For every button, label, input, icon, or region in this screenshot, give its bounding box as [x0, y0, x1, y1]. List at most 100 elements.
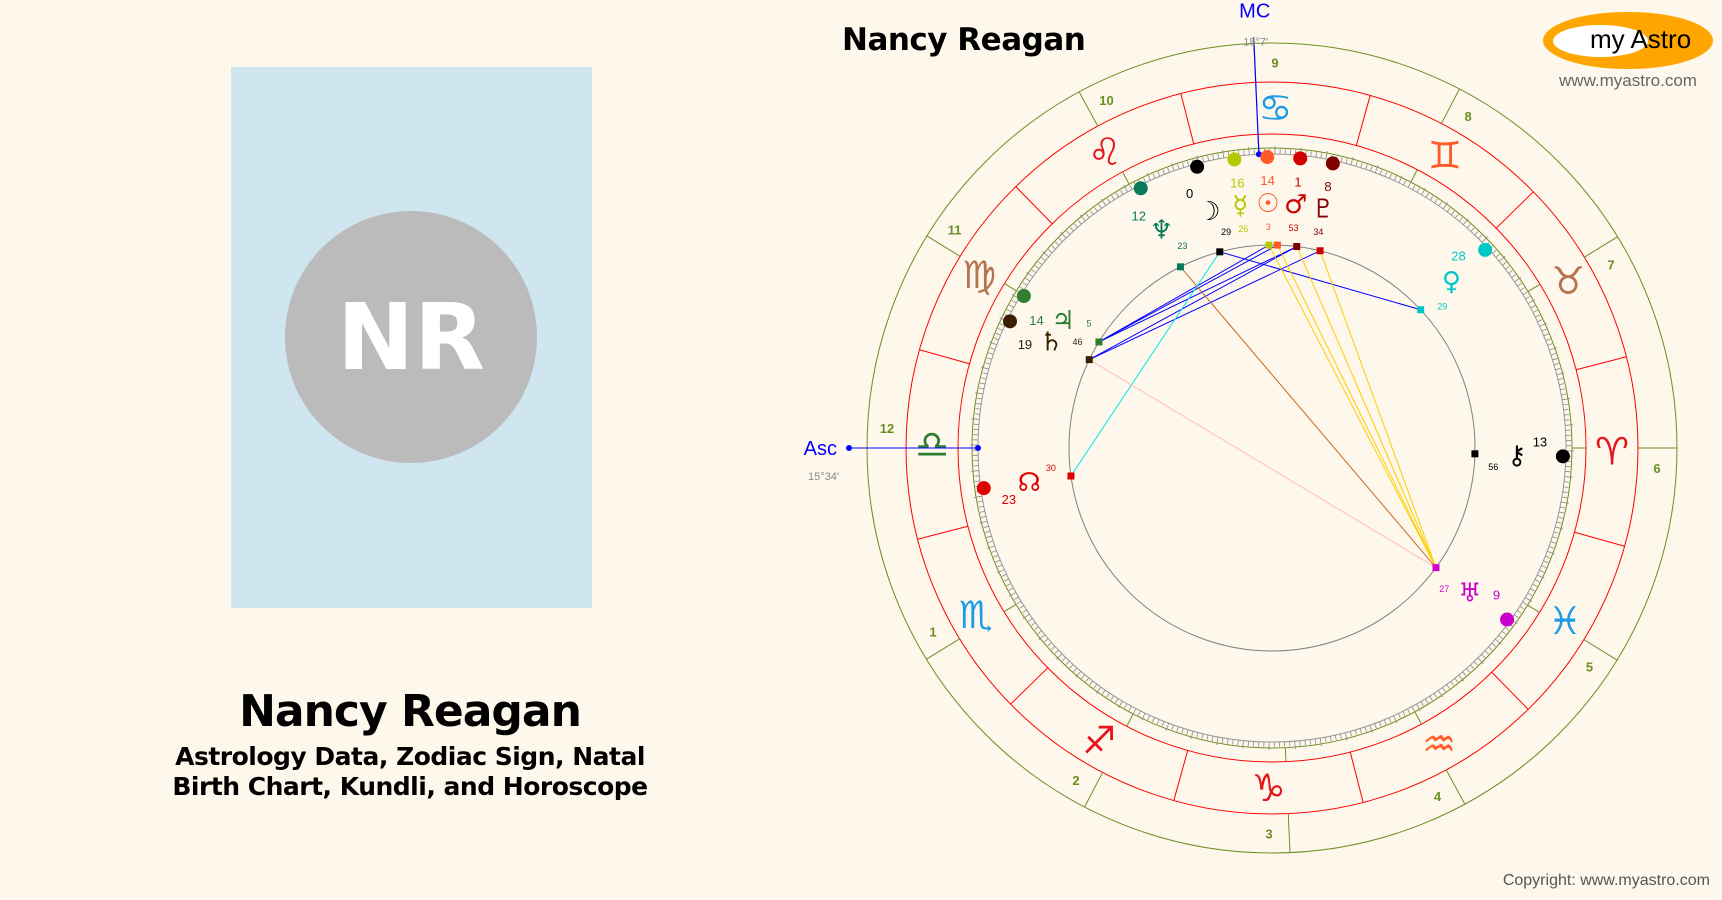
degree-tick: [1561, 496, 1567, 499]
degree-tick: [1474, 231, 1479, 236]
sign-boundary: [1180, 93, 1195, 145]
degree-tick: [988, 540, 994, 543]
degree-tick: [1162, 169, 1165, 175]
degree-tick: [1553, 363, 1559, 366]
sign-boundary: [1491, 671, 1529, 710]
chart-title: Nancy Reagan: [842, 22, 1086, 58]
degree-tick: [980, 382, 986, 385]
planet-uranus-degree: 9: [1493, 587, 1500, 602]
degree-tick: [1217, 153, 1220, 159]
degree-tick: [1102, 689, 1106, 695]
degree-tick: [1038, 634, 1046, 641]
degree-tick: [1383, 719, 1387, 725]
degree-tick: [1556, 521, 1562, 524]
degree-tick: [1425, 193, 1429, 198]
mc-degree: 18°7': [1243, 36, 1268, 48]
aspect-line-mars-uranus: [1319, 250, 1437, 568]
degree-tick: [978, 505, 984, 508]
degree-tick: [1553, 531, 1559, 534]
planet-jupiter-marker: [1016, 288, 1031, 303]
sign-boundary: [1173, 750, 1189, 801]
aspect-line-mercury-uranus: [1268, 244, 1437, 568]
page-subtitle: Astrology Data, Zodiac Sign, Natal Birth…: [110, 742, 710, 802]
degree-tick: [1478, 234, 1483, 239]
house-number-9: 9: [1271, 56, 1278, 71]
degree-tick: [1557, 378, 1563, 381]
degree-tick: [1004, 578, 1009, 582]
degree-tick: [1008, 587, 1014, 591]
house-number-6: 6: [1653, 461, 1660, 476]
sign-libra-icon: ♎︎: [915, 423, 949, 467]
degree-tick: [1115, 192, 1120, 198]
degree-tick: [981, 377, 987, 380]
degree-tick: [1481, 236, 1488, 243]
degree-tick: [1466, 668, 1471, 673]
degree-tick: [1416, 703, 1421, 712]
degree-tick: [1156, 719, 1160, 725]
degree-tick: [1152, 173, 1156, 179]
degree-tick: [1539, 322, 1548, 327]
degree-tick: [1541, 565, 1547, 568]
degree-tick: [1502, 261, 1507, 266]
sign-sagittarius-icon: ♐︎: [1082, 719, 1116, 763]
degree-tick: [1009, 304, 1014, 308]
avatar-initials: NR: [337, 283, 485, 391]
sign-boundary: [919, 349, 970, 365]
sign-boundary: [1010, 667, 1049, 705]
planet-neptune-inner-marker: [1176, 263, 1184, 271]
degree-tick: [1548, 546, 1554, 549]
planet-jupiter-minutes: 5: [1087, 318, 1092, 328]
degree-tick: [1061, 657, 1066, 662]
degree-tick: [1473, 661, 1478, 666]
degree-tick: [1085, 213, 1090, 218]
degree-tick: [991, 550, 997, 553]
myastro-logo[interactable]: my Astro: [1543, 12, 1713, 69]
degree-tick: [1527, 592, 1533, 596]
planet-sun-degree: 14: [1260, 173, 1274, 188]
degree-tick: [1495, 253, 1500, 258]
degree-tick: [1559, 506, 1566, 509]
planet-chiron-minutes: 56: [1488, 462, 1498, 472]
degree-tick: [1550, 353, 1556, 356]
degree-tick: [1051, 245, 1056, 250]
planet-chiron-marker: [1555, 449, 1570, 464]
degree-tick: [979, 510, 985, 513]
planet-saturn-inner-marker: [1085, 356, 1093, 364]
degree-tick: [1031, 269, 1037, 274]
degree-tick: [1565, 424, 1574, 426]
asc-marker: [846, 445, 852, 451]
degree-tick: [1216, 736, 1219, 745]
house-cusp-outer: [1584, 236, 1618, 258]
degree-tick: [1517, 282, 1522, 287]
planet-moon-inner-marker: [1216, 248, 1224, 256]
sign-boundary: [1574, 531, 1625, 547]
planet-uranus-icon: ♅︎: [1458, 578, 1481, 608]
planet-chiron-icon: ⚷︎: [1507, 441, 1526, 471]
planet-venus-marker: [1478, 242, 1493, 257]
degree-tick: [1397, 713, 1401, 719]
degree-tick: [1369, 725, 1373, 733]
degree-tick: [1411, 706, 1415, 712]
house-cusp-inner: [1004, 283, 1017, 292]
degree-tick: [1407, 708, 1411, 714]
degree-tick: [1429, 195, 1434, 201]
degree-tick: [1557, 516, 1563, 519]
avatar: NR: [285, 211, 537, 463]
degree-tick: [1129, 184, 1133, 190]
degree-tick: [1454, 213, 1459, 219]
degree-tick: [1089, 210, 1094, 215]
planet-mars-minutes: 53: [1289, 223, 1299, 233]
house-cusp-inner: [1003, 604, 1017, 613]
planet-venus-icon: ♀︎: [1442, 267, 1461, 297]
degree-tick: [1008, 592, 1017, 597]
degree-tick: [1137, 710, 1141, 716]
planet-saturn-icon: ♄︎: [1040, 327, 1063, 357]
degree-tick: [1028, 618, 1033, 622]
site-link[interactable]: www.myastro.com: [1559, 71, 1697, 90]
degree-tick: [986, 535, 992, 538]
asc-label: Asc: [804, 438, 837, 460]
planet-mercury-icon: ☿︎: [1232, 191, 1248, 221]
planet-jupiter-icon: ♃︎: [1051, 306, 1074, 336]
degree-tick: [974, 413, 980, 415]
planet-sun-minutes: 3: [1266, 222, 1271, 232]
